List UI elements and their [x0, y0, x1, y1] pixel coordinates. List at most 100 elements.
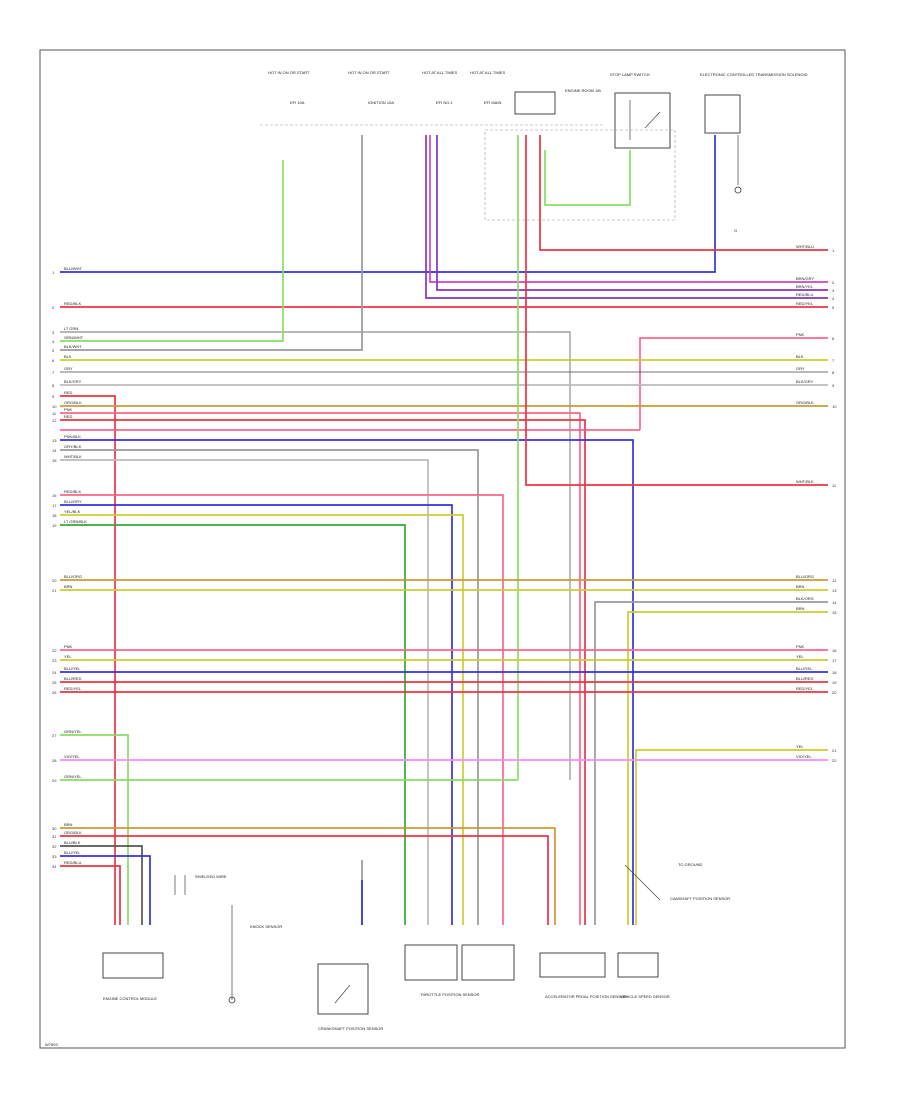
right-label-6: PNK: [796, 332, 805, 337]
left-pin: 15: [52, 458, 57, 463]
left-pin: 16: [52, 493, 57, 498]
right-pin: 13: [832, 588, 837, 593]
top-fuse-4-label: HOT AT ALL TIMES: [470, 70, 505, 75]
left-pin: 4: [52, 339, 55, 344]
left-pin: 22: [52, 648, 57, 653]
right-pin: 8: [832, 370, 835, 375]
left-label-16: RED/BLK: [64, 489, 81, 494]
right-label-15: BRN: [796, 606, 805, 611]
right-pin: 9: [832, 383, 835, 388]
left-pin-numbers: 1 2 3 4 5 6 7 8 9 10 11 12 13 14 15 16 1…: [52, 270, 57, 869]
crank-sensor-group: CRANKSHAFT POSITION SENSOR: [317, 963, 383, 1031]
left-label-8: BLK/GRY: [64, 379, 82, 384]
shield-note: SHIELDED WIRE: [195, 874, 227, 879]
left-label-18: YEL/BLK: [64, 509, 81, 514]
ecm-label: ENGINE CONTROL MODULE: [103, 996, 157, 1001]
right-pin: 7: [832, 358, 835, 363]
right-pin: 10: [832, 404, 837, 409]
left-label-11: PNK: [64, 407, 73, 412]
stop-lamp-switch: STOP LAMP SWITCH: [610, 72, 671, 149]
left-label-25: BLU/RED: [64, 676, 81, 681]
top-fuse-1-label: HOT IN ON OR START: [268, 70, 310, 75]
left-label-14: GRY/BLK: [64, 444, 82, 449]
left-label-28: VIO/YEL: [64, 754, 80, 759]
right-pin: 18: [832, 670, 837, 675]
right-label-18: BLU/YEL: [796, 666, 813, 671]
right-label-16: PNK: [796, 644, 805, 649]
accel-sensor-label: ACCELERATOR PEDAL POSITION SENSOR: [545, 994, 627, 999]
left-label-33: BLU/YEL: [64, 850, 81, 855]
left-label-23: YEL: [64, 654, 72, 659]
right-label-10: ORG/BLK: [796, 400, 814, 405]
right-pin: 3: [832, 288, 835, 293]
left-pin: 11: [52, 411, 57, 416]
left-pin: 6: [52, 358, 55, 363]
right-pin: 22: [832, 758, 837, 763]
right-label-5: RED/YEL: [796, 301, 814, 306]
left-pin: 29: [52, 778, 57, 783]
junction-block: [514, 91, 556, 115]
fuse-c-label: EFI NO.1: [436, 100, 453, 105]
left-label-17: BLU/GRY: [64, 499, 82, 504]
right-label-14: BLK/ORG: [796, 596, 814, 601]
left-pin: 33: [52, 854, 57, 859]
right-label-12: BLU/ORG: [796, 574, 814, 579]
right-pin-numbers: 1 2 3 4 5 6 7 8 9 10 11 12 13 14 15 16 1…: [832, 248, 837, 763]
left-pin: 1: [52, 270, 55, 275]
top-fuse-3-label: HOT AT ALL TIMES: [422, 70, 457, 75]
right-label-1: WHT/BLU: [796, 244, 814, 249]
fuse-a-label: EFI 10A: [290, 100, 305, 105]
left-label-21: BRN: [64, 584, 73, 589]
right-pin: 21: [832, 748, 837, 753]
right-pin: 11: [832, 483, 837, 488]
left-pin: 24: [52, 670, 57, 675]
right-label-3: BRN/YEL: [796, 284, 814, 289]
left-pin: 7: [52, 370, 55, 375]
left-label-3: LT GRN: [64, 326, 78, 331]
left-pin: 9: [52, 394, 55, 399]
junction-block-label: ENGINE ROOM J/B: [565, 88, 601, 93]
left-label-34: RED/BLU: [64, 860, 81, 865]
left-pin: 21: [52, 588, 57, 593]
left-pin: 5: [52, 348, 55, 353]
left-label-13: PNK/BLK: [64, 434, 81, 439]
crank-sensor-label: CRANKSHAFT POSITION SENSOR: [318, 1026, 383, 1031]
left-label-9: RED: [64, 390, 73, 395]
left-pin: 34: [52, 864, 57, 869]
throttle-sensor-label: THROTTLE POSITION SENSOR: [420, 992, 479, 997]
transmission-solenoid: ELECTRONIC CONTROLLED TRANSMISSION SOLEN…: [700, 72, 808, 233]
speed-sensor-label: VEHICLE SPEED SENSOR: [620, 994, 670, 999]
right-label-17: YEL: [796, 654, 804, 659]
left-label-12: RED: [64, 414, 73, 419]
right-ground-label: TO GROUND: [678, 862, 702, 867]
left-pin: 26: [52, 690, 57, 695]
knock-sensor-label: KNOCK SENSOR: [250, 924, 282, 929]
accel-sensor-group: ACCELERATOR PEDAL POSITION SENSOR: [539, 952, 627, 999]
right-pin: 20: [832, 690, 837, 695]
top-fuse-2-label: HOT IN ON OR START: [348, 70, 390, 75]
left-pin: 17: [52, 503, 57, 508]
left-pin: 25: [52, 680, 57, 685]
fuse-b-label: IGNITION 10A: [368, 100, 394, 105]
left-pin: 19: [52, 523, 57, 528]
cam-sensor-label: CAMSHAFT POSITION SENSOR: [670, 896, 730, 901]
left-wire-labels: BLU/WHT RED/BLK LT GRN GRN/WHT BLK/WHT B…: [64, 266, 87, 865]
left-pin: 23: [52, 658, 57, 663]
right-pin: 17: [832, 658, 837, 663]
left-label-22: PNK: [64, 644, 73, 649]
right-label-7: BLK: [796, 354, 804, 359]
left-label-4: GRN/WHT: [64, 335, 84, 340]
left-pin: 14: [52, 448, 57, 453]
top-fuse-panel: HOT IN ON OR START HOT IN ON OR START HO…: [260, 70, 605, 126]
right-pin: 6: [832, 336, 835, 341]
left-pin: 2: [52, 305, 55, 310]
left-pin: 13: [52, 438, 57, 443]
left-pin: 32: [52, 844, 57, 849]
left-label-32: BLU/BLK: [64, 840, 81, 845]
right-pin: 2: [832, 280, 835, 285]
right-label-11: WHT/BLK: [796, 479, 814, 484]
speed-sensor-group: VEHICLE SPEED SENSOR CAMSHAFT POSITION S…: [617, 862, 730, 999]
right-label-20: RED/YEL: [796, 686, 814, 691]
right-label-19: BLU/RED: [796, 676, 813, 681]
